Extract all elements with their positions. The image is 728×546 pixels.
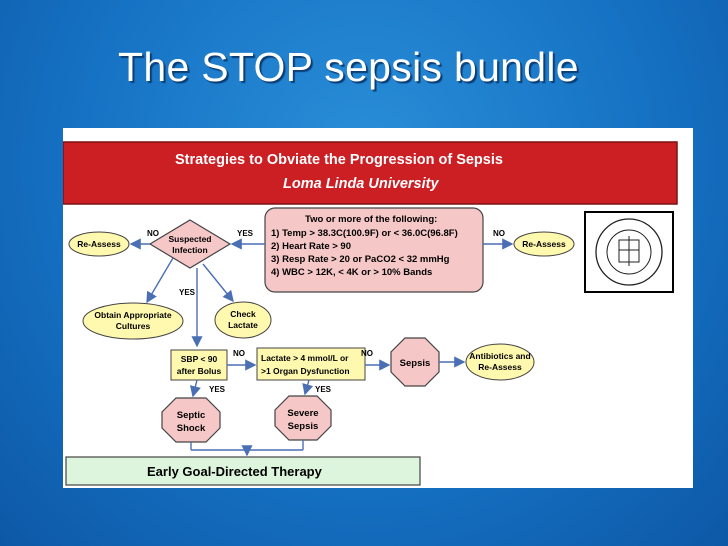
lactate-dx-label-1: Lactate > 4 mmol/L or	[261, 353, 349, 363]
criteria-item-3: 3) Resp Rate > 20 or PaCO2 < 32 mmHg	[271, 254, 450, 265]
university-seal	[584, 211, 674, 293]
suspected-infection-diamond: Suspected Infection	[148, 219, 232, 269]
criteria-box: Two or more of the following: 1) Temp > …	[264, 207, 484, 293]
connectors	[129, 238, 514, 455]
criteria-heading: Two or more of the following:	[305, 214, 437, 225]
flowchart-panel: Strategies to Obviate the Progression of…	[63, 128, 693, 488]
antibiotics-node: Antibiotics and Re-Assess	[465, 343, 535, 381]
severe-label-1: Severe	[287, 408, 318, 419]
suspected-label-1: Suspected	[169, 234, 212, 244]
egdt-label: Early Goal-Directed Therapy	[147, 464, 323, 479]
cultures-node: Obtain Appropriate Cultures	[82, 302, 184, 340]
banner-line2: Loma Linda University	[283, 176, 439, 192]
sbp-label-1: SBP < 90	[181, 354, 218, 364]
no-label-sbp: NO	[233, 349, 245, 358]
lactate-label-1: Check	[230, 309, 256, 319]
antibiotics-label-2: Re-Assess	[478, 362, 522, 372]
antibiotics-label-1: Antibiotics and	[469, 351, 530, 361]
check-lactate-node: Check Lactate	[214, 301, 272, 339]
reassess-right-label: Re-Assess	[522, 239, 566, 249]
sepsis-octagon: Sepsis	[390, 337, 440, 387]
no-label-left: NO	[147, 229, 159, 238]
severe-sepsis-octagon: Severe Sepsis	[274, 395, 332, 441]
cultures-label-1: Obtain Appropriate	[94, 310, 171, 320]
lactate-dx-label-2: >1 Organ Dysfunction	[261, 366, 350, 376]
lactate-label-2: Lactate	[228, 320, 258, 330]
severe-label-2: Sepsis	[288, 421, 319, 432]
yes-label-lactate: YES	[315, 385, 332, 394]
suspected-label-2: Infection	[172, 245, 207, 255]
banner: Strategies to Obviate the Progression of…	[63, 141, 678, 205]
no-label-right: NO	[493, 229, 505, 238]
sbp-box: SBP < 90 after Bolus	[170, 349, 228, 381]
reassess-right-node: Re-Assess	[513, 231, 575, 257]
criteria-item-4: 4) WBC > 12K, < 4K or > 10% Bands	[271, 267, 432, 278]
no-label-lactate: NO	[361, 349, 373, 358]
yes-label-top: YES	[237, 229, 254, 238]
sbp-label-2: after Bolus	[177, 366, 222, 376]
septic-label-1: Septic	[177, 410, 206, 421]
banner-line1: Strategies to Obviate the Progression of…	[175, 152, 503, 168]
criteria-item-1: 1) Temp > 38.3C(100.9F) or < 36.0C(96.8F…	[271, 228, 458, 239]
flowchart: Strategies to Obviate the Progression of…	[63, 141, 678, 486]
yes-label-mid: YES	[179, 288, 196, 297]
cultures-label-2: Cultures	[116, 321, 151, 331]
yes-label-sbp: YES	[209, 385, 226, 394]
septic-shock-octagon: Septic Shock	[161, 397, 221, 443]
lactate-dysfunction-box: Lactate > 4 mmol/L or >1 Organ Dysfuncti…	[256, 347, 366, 381]
sepsis-label: Sepsis	[400, 358, 431, 369]
egdt-box: Early Goal-Directed Therapy	[65, 456, 421, 486]
septic-label-2: Shock	[177, 423, 206, 434]
criteria-item-2: 2) Heart Rate > 90	[271, 241, 351, 252]
slide-title: The STOP sepsis bundle	[118, 44, 579, 90]
reassess-left-node: Re-Assess	[68, 231, 130, 257]
reassess-left-label: Re-Assess	[77, 239, 121, 249]
